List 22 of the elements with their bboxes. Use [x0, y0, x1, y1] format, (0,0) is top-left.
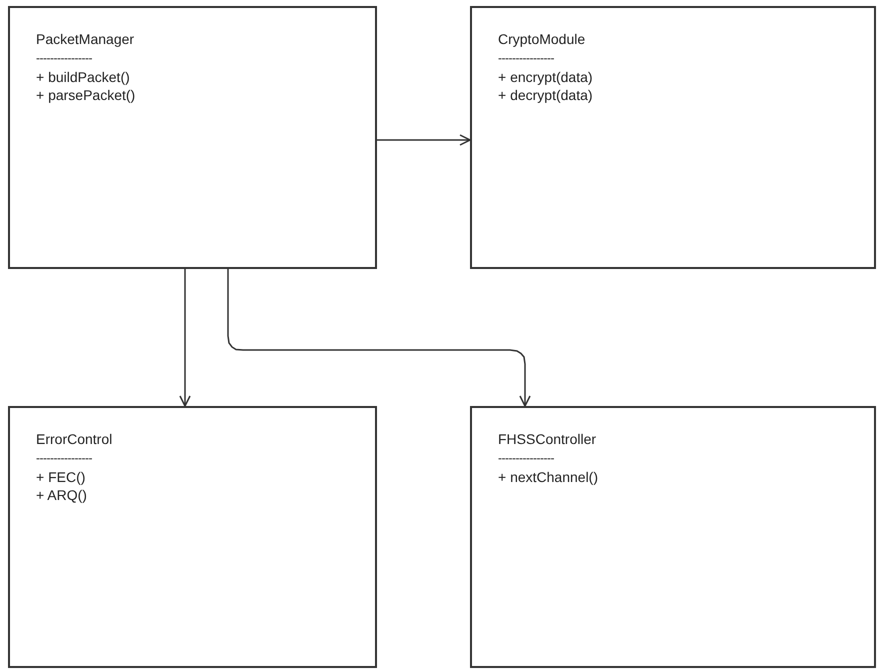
method-text: + buildPacket() [36, 68, 130, 86]
method-text: + nextChannel() [498, 468, 598, 486]
class-box [8, 406, 377, 668]
class-name: FHSSController [498, 430, 596, 448]
separator-text: ---------------- [36, 50, 92, 66]
separator-text: ---------------- [36, 450, 92, 466]
class-name: CryptoModule [498, 30, 586, 48]
method-text: + decrypt(data) [498, 86, 593, 104]
separator-text: ---------------- [498, 50, 554, 66]
method-text: + FEC() [36, 468, 86, 486]
separator-text: ---------------- [498, 450, 554, 466]
class-box [8, 6, 377, 269]
method-text: + ARQ() [36, 486, 87, 504]
class-box [470, 406, 876, 668]
class-name: PacketManager [36, 30, 134, 48]
method-text: + parsePacket() [36, 86, 136, 104]
method-text: + encrypt(data) [498, 68, 593, 86]
class-box [470, 6, 876, 269]
class-name: ErrorControl [36, 430, 112, 448]
arrow [377, 134, 471, 146]
arrow [227, 269, 531, 407]
arrow [179, 269, 191, 407]
